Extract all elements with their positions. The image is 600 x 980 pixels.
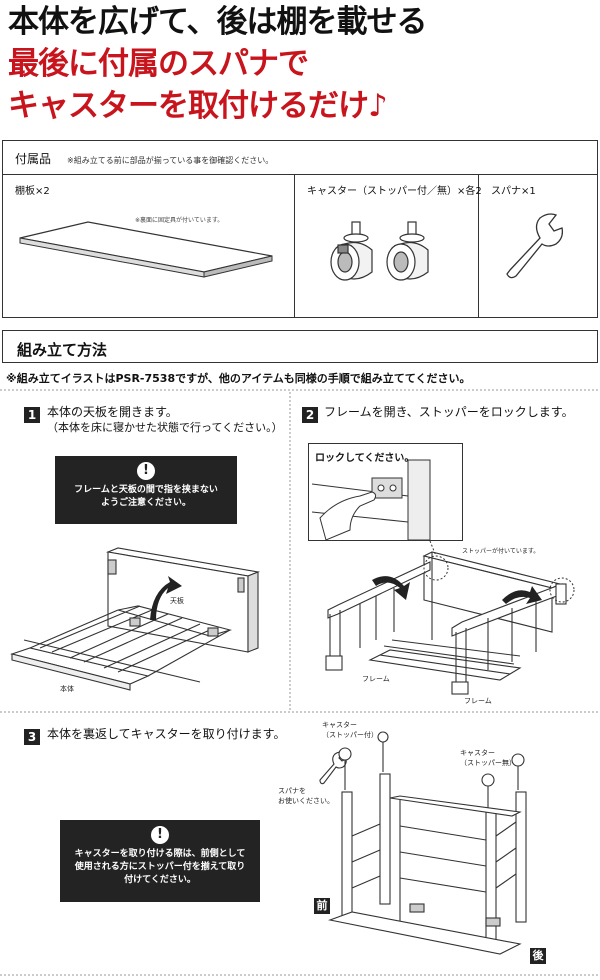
lock-label: ロックしてください。 (315, 453, 415, 464)
step1-text2: （本体を床に寝かせた状態で行ってください。） (47, 421, 283, 434)
step3-warning-line3: 付けてください。 (124, 875, 196, 885)
divider (294, 174, 295, 318)
step3-text: 本体を裏返してキャスターを取り付けます。 (47, 727, 286, 741)
caster-label: キャスター（ストッパー付／無）×各2 (307, 186, 482, 197)
accessories-title: 付属品 (15, 152, 52, 166)
assembly-title: 組み立て方法 (17, 341, 108, 359)
accessories-box: 付属品 ※組み立てる前に部品が揃っている事を御確認ください。 棚板×2 ※裏面に… (2, 140, 598, 318)
frame-left-label: フレーム (362, 675, 390, 683)
step3-header: 3 (24, 726, 40, 745)
step3-warning: ! キャスターを取り付ける際は、前側として 使用される方にストッパー付を揃えて取… (60, 820, 260, 902)
step3-number: 3 (24, 729, 40, 745)
front-label: 前 (314, 898, 330, 914)
headline-line3: キャスターを取付けるだけ♪ (8, 88, 388, 124)
assembly-note: ※組み立てイラストはPSR-7538ですが、他のアイテムも同様の手順で組み立てて… (6, 372, 471, 385)
step2-text: フレームを開き、ストッパーをロックします。 (324, 405, 574, 419)
step2-header: 2 (302, 404, 318, 423)
step3-warning-line2: 使用される方にストッパー付を揃えて取り (74, 862, 246, 872)
exclamation-icon: ! (137, 462, 155, 480)
shelf-label: 棚板×2 (15, 186, 50, 197)
step1-header: 1 (24, 404, 40, 423)
step2-lock-detail: ロックしてください。 (308, 443, 463, 541)
step1-label-body: 本体 (60, 685, 74, 693)
accessories-header: 付属品 ※組み立てる前に部品が揃っている事を御確認ください。 (3, 141, 597, 175)
headline-line1: 本体を広げて、後は棚を載せる (8, 4, 427, 40)
step1-warning: ! フレームと天板の間で指を挟まない ようご注意ください。 (55, 456, 237, 524)
frame-right-label: フレーム (464, 697, 492, 705)
divider (478, 174, 479, 318)
caster-with-label: キャスター （ストッパー付） (322, 721, 378, 739)
spanner-label: スパナ×1 (491, 186, 536, 197)
step1-number: 1 (24, 407, 40, 423)
exclamation-icon: ! (151, 826, 169, 844)
step3-warning-line1: キャスターを取り付ける際は、前側として (74, 849, 246, 859)
step1-warning-line2: ようご注意ください。 (100, 498, 191, 508)
accessories-note: ※組み立てる前に部品が揃っている事を御確認ください。 (67, 156, 274, 165)
shelf-note: ※裏面に固定具が付いています。 (135, 217, 224, 224)
stopper-label: ストッパーが付いています。 (462, 548, 540, 555)
spanner-note: スパナを お使いください。 (278, 787, 334, 805)
assembly-header: 組み立て方法 (2, 330, 598, 363)
step1-label-top: 天板 (170, 597, 184, 605)
headline-line2: 最後に付属のスパナで (8, 46, 309, 82)
step2-number: 2 (302, 407, 318, 423)
step1-text1: 本体の天板を開きます。 (47, 405, 178, 419)
step1-warning-line1: フレームと天板の間で指を挟まない (74, 485, 218, 495)
caster-without-label: キャスター （ストッパー無） (460, 749, 516, 767)
back-label: 後 (530, 948, 546, 964)
